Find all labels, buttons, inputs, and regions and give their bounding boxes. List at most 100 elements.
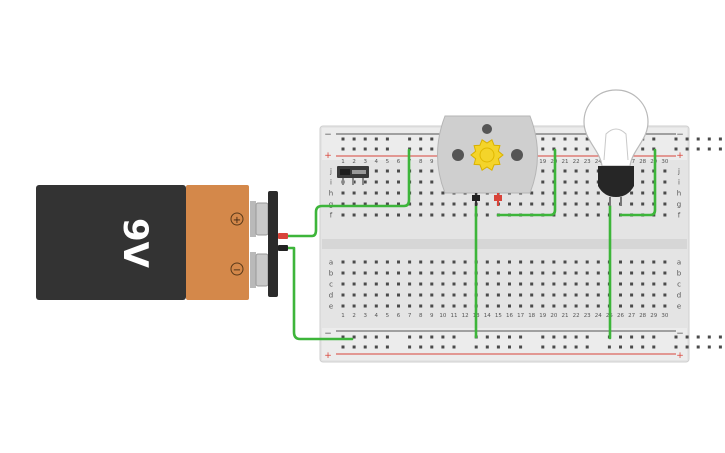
breadboard-hole[interactable] <box>696 345 700 349</box>
breadboard-hole[interactable] <box>574 169 578 173</box>
breadboard-hole[interactable] <box>341 335 345 339</box>
breadboard-hole[interactable] <box>641 180 645 184</box>
breadboard-hole[interactable] <box>574 345 578 349</box>
breadboard-hole[interactable] <box>374 293 378 297</box>
breadboard-hole[interactable] <box>385 147 389 151</box>
breadboard-hole[interactable] <box>463 271 467 275</box>
breadboard-hole[interactable] <box>630 293 634 297</box>
breadboard-hole[interactable] <box>574 213 578 217</box>
breadboard-hole[interactable] <box>663 260 667 264</box>
breadboard-hole[interactable] <box>530 260 534 264</box>
breadboard-hole[interactable] <box>519 260 523 264</box>
breadboard-hole[interactable] <box>430 180 434 184</box>
breadboard-hole[interactable] <box>563 345 567 349</box>
breadboard-hole[interactable] <box>541 304 545 308</box>
breadboard-hole[interactable] <box>419 180 423 184</box>
breadboard-hole[interactable] <box>463 293 467 297</box>
breadboard-hole[interactable] <box>419 191 423 195</box>
breadboard-hole[interactable] <box>630 282 634 286</box>
breadboard-hole[interactable] <box>707 137 711 141</box>
breadboard-hole[interactable] <box>374 304 378 308</box>
breadboard-hole[interactable] <box>430 260 434 264</box>
breadboard-hole[interactable] <box>541 191 545 195</box>
breadboard-hole[interactable] <box>341 147 345 151</box>
breadboard-hole[interactable] <box>596 293 600 297</box>
breadboard-hole[interactable] <box>419 282 423 286</box>
breadboard-hole[interactable] <box>563 271 567 275</box>
breadboard-hole[interactable] <box>641 293 645 297</box>
breadboard-hole[interactable] <box>408 345 412 349</box>
battery[interactable]: 9V + − <box>36 185 288 300</box>
breadboard-hole[interactable] <box>397 282 400 286</box>
breadboard-hole[interactable] <box>341 137 345 141</box>
breadboard-hole[interactable] <box>541 271 545 275</box>
breadboard-hole[interactable] <box>563 304 567 308</box>
breadboard-hole[interactable] <box>596 271 600 275</box>
breadboard-hole[interactable] <box>519 304 523 308</box>
breadboard-hole[interactable] <box>441 304 445 308</box>
breadboard-hole[interactable] <box>541 345 545 349</box>
breadboard-hole[interactable] <box>508 271 511 275</box>
breadboard-hole[interactable] <box>574 282 578 286</box>
breadboard-hole[interactable] <box>508 304 511 308</box>
breadboard-hole[interactable] <box>641 282 645 286</box>
breadboard-hole[interactable] <box>508 202 511 206</box>
breadboard-hole[interactable] <box>652 345 656 349</box>
breadboard-hole[interactable] <box>452 202 456 206</box>
wire-battery-plus-to-switch[interactable] <box>285 148 411 238</box>
breadboard-hole[interactable] <box>596 260 600 264</box>
breadboard-hole[interactable] <box>541 260 545 264</box>
breadboard-hole[interactable] <box>663 282 667 286</box>
breadboard-hole[interactable] <box>385 304 389 308</box>
breadboard-hole[interactable] <box>485 202 489 206</box>
battery-snap-connector[interactable] <box>268 191 278 297</box>
breadboard-hole[interactable] <box>641 191 645 195</box>
breadboard-hole[interactable] <box>541 335 545 339</box>
dc-motor-icon[interactable] <box>437 115 538 206</box>
wire-motor-to-top-rail[interactable] <box>496 148 557 217</box>
breadboard-hole[interactable] <box>397 260 400 264</box>
breadboard-hole[interactable] <box>374 137 378 141</box>
breadboard-hole[interactable] <box>530 191 534 195</box>
breadboard-hole[interactable] <box>630 335 634 339</box>
breadboard-hole[interactable] <box>430 345 434 349</box>
breadboard-hole[interactable] <box>408 271 412 275</box>
breadboard-hole[interactable] <box>630 304 634 308</box>
breadboard-hole[interactable] <box>541 202 545 206</box>
breadboard-hole[interactable] <box>585 335 589 339</box>
breadboard-hole[interactable] <box>563 282 567 286</box>
breadboard-hole[interactable] <box>463 260 467 264</box>
breadboard-hole[interactable] <box>585 260 589 264</box>
breadboard-hole[interactable] <box>718 345 722 349</box>
breadboard-hole[interactable] <box>596 213 600 217</box>
breadboard-hole[interactable] <box>419 335 423 339</box>
breadboard-hole[interactable] <box>652 260 656 264</box>
breadboard-hole[interactable] <box>552 282 556 286</box>
breadboard-hole[interactable] <box>585 282 589 286</box>
breadboard-hole[interactable] <box>474 345 478 349</box>
breadboard-hole[interactable] <box>374 282 378 286</box>
breadboard-hole[interactable] <box>463 213 467 217</box>
breadboard-hole[interactable] <box>419 260 423 264</box>
breadboard-hole[interactable] <box>563 335 567 339</box>
breadboard-hole[interactable] <box>363 282 367 286</box>
breadboard-hole[interactable] <box>619 345 622 349</box>
breadboard-hole[interactable] <box>341 202 345 206</box>
breadboard-hole[interactable] <box>563 137 567 141</box>
breadboard-hole[interactable] <box>685 137 689 141</box>
breadboard-hole[interactable] <box>452 304 456 308</box>
breadboard-hole[interactable] <box>496 335 500 339</box>
breadboard-hole[interactable] <box>619 304 622 308</box>
breadboard-hole[interactable] <box>652 293 656 297</box>
breadboard-hole[interactable] <box>696 137 700 141</box>
breadboard-hole[interactable] <box>408 293 412 297</box>
breadboard-hole[interactable] <box>352 137 356 141</box>
breadboard-hole[interactable] <box>496 345 500 349</box>
breadboard-hole[interactable] <box>585 293 589 297</box>
breadboard-hole[interactable] <box>374 345 378 349</box>
breadboard-hole[interactable] <box>441 293 445 297</box>
breadboard-hole[interactable] <box>463 282 467 286</box>
breadboard-hole[interactable] <box>430 202 434 206</box>
breadboard-hole[interactable] <box>408 304 412 308</box>
breadboard-hole[interactable] <box>674 147 678 151</box>
